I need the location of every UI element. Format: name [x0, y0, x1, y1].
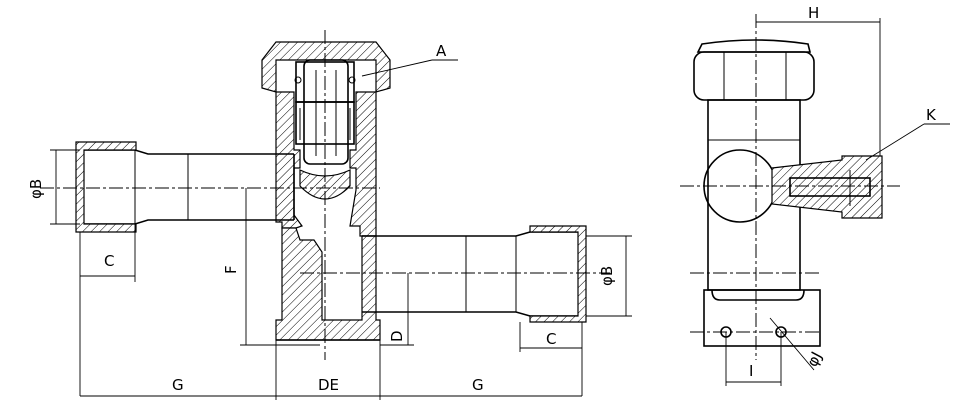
- right-pipe: [362, 231, 580, 317]
- valve-seat: [299, 169, 351, 200]
- spindle-body: [303, 59, 349, 165]
- label-phij: φJ: [803, 349, 826, 370]
- side-view: [680, 14, 950, 386]
- body-lower: [275, 227, 381, 341]
- body-left-wall: [275, 91, 303, 229]
- label-c-left: C: [104, 252, 114, 270]
- front-section-view: [40, 30, 632, 400]
- label-g-left: G: [172, 376, 184, 394]
- label-phib-left: φB: [27, 179, 45, 199]
- label-f: F: [222, 265, 240, 274]
- label-phib-right: φB: [598, 266, 616, 286]
- right-nut: [529, 225, 587, 323]
- lockshield-k: [771, 155, 883, 219]
- label-c-right: C: [546, 330, 556, 348]
- body-right-wall: [349, 91, 377, 237]
- label-g-right: G: [472, 376, 484, 394]
- label-h: H: [808, 4, 819, 22]
- label-a: A: [436, 42, 447, 60]
- label-de: DE: [318, 376, 339, 394]
- valve-cap: [261, 41, 391, 93]
- side-hex-cap: [696, 39, 812, 53]
- label-k: K: [926, 106, 937, 124]
- label-d: D: [388, 330, 406, 342]
- left-pipe: [80, 149, 294, 225]
- label-i: I: [749, 362, 753, 380]
- left-nut: [75, 141, 137, 233]
- side-flange: [703, 289, 821, 347]
